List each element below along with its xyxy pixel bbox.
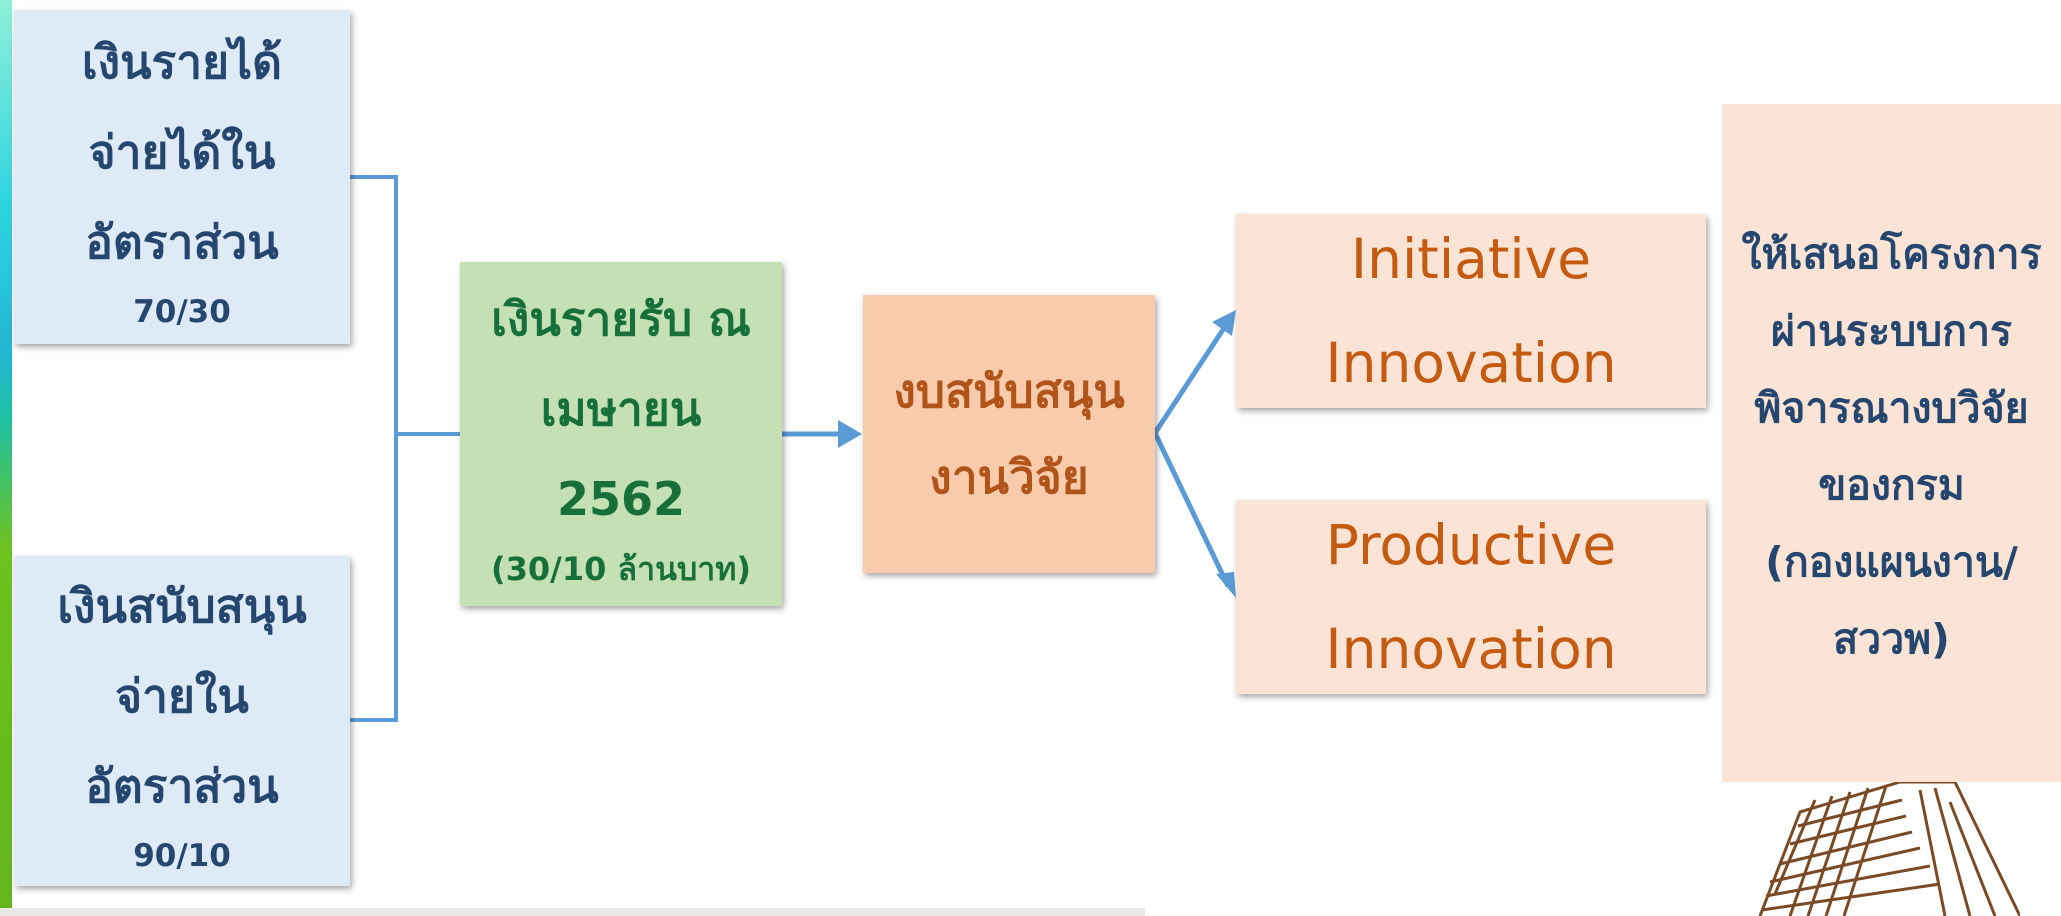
building-illustration: [1758, 782, 2020, 916]
income-source-line2: จ่ายได้ใน: [88, 125, 276, 179]
research-budget-line2: งานวิจัย: [929, 450, 1089, 504]
initiative-line1: Initiative: [1350, 227, 1592, 291]
productive-innovation-box: Productive Innovation: [1236, 500, 1706, 694]
income-april-line3: 2562: [556, 472, 686, 526]
income-april-line2: เมษายน: [540, 382, 702, 436]
income-source-box: เงินรายได้ จ่ายได้ใน อัตราส่วน 70/30: [14, 10, 350, 344]
income-source-ratio: 70/30: [133, 294, 231, 330]
support-source-line1: เงินสนับสนุน: [57, 579, 307, 633]
submission-line3: พิจารณางบวิจัย: [1754, 384, 2029, 432]
bracket-connector: [350, 175, 398, 722]
income-april-box: เงินรายรับ ณ เมษายน 2562 (30/10 ล้านบาท): [460, 262, 782, 606]
income-april-amount: (30/10 ล้านบาท): [491, 550, 751, 588]
support-source-ratio: 90/10: [133, 838, 231, 874]
support-source-line2: จ่ายใน: [115, 669, 249, 723]
initiative-line2: Innovation: [1325, 331, 1617, 395]
arrowhead-initiative: [1212, 310, 1236, 336]
initiative-innovation-box: Initiative Innovation: [1236, 214, 1706, 408]
support-source-line3: อัตราส่วน: [85, 759, 279, 813]
submission-line6: สววพ): [1833, 615, 1950, 663]
budget-to-productive-arrow: [1152, 431, 1231, 588]
submission-line5: (กองแผนงาน/: [1765, 538, 2018, 586]
research-budget-box: งบสนับสนุน งานวิจัย: [863, 295, 1155, 573]
research-budget-line1: งบสนับสนุน: [893, 364, 1125, 418]
submission-box: ให้เสนอโครงการ ผ่านระบบการ พิจารณางบวิจั…: [1722, 104, 2061, 782]
submission-line4: ของกรม: [1818, 461, 1965, 509]
support-source-box: เงินสนับสนุน จ่ายใน อัตราส่วน 90/10: [14, 556, 350, 886]
budget-to-initiative-arrow: [1152, 320, 1231, 435]
left-edge-accent: [0, 0, 12, 916]
arrowhead-productive: [1216, 572, 1236, 598]
income-source-line3: อัตราส่วน: [85, 215, 279, 269]
productive-line1: Productive: [1325, 513, 1617, 577]
income-source-line1: เงินรายได้: [81, 35, 283, 89]
submission-line2: ผ่านระบบการ: [1770, 307, 2013, 355]
income-april-line1: เงินรายรับ ณ: [491, 292, 751, 346]
arrowhead-income: [838, 420, 862, 448]
productive-line2: Innovation: [1325, 617, 1617, 681]
bottom-rule: [0, 908, 1145, 916]
submission-line1: ให้เสนอโครงการ: [1741, 230, 2042, 278]
